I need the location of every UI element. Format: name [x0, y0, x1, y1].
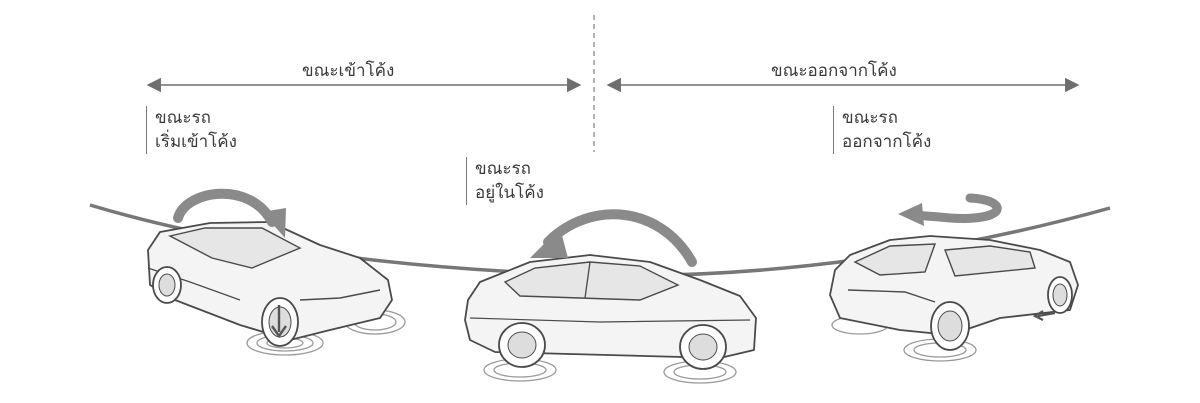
exiting-phase-label: ขณะออกจากโค้ง — [765, 57, 903, 84]
note-line-2: อยู่ในโค้ง — [475, 183, 544, 203]
note-start-entering: ขณะรถ เริ่มเข้าโค้ง — [146, 106, 237, 154]
entering-phase-label: ขณะเข้าโค้ง — [296, 57, 401, 84]
note-line-1: ขณะรถ — [155, 108, 211, 128]
car-entering — [147, 188, 406, 356]
note-line-2: ออกจากโค้ง — [842, 132, 932, 152]
note-line-1: ขณะรถ — [842, 108, 898, 128]
car-exiting — [829, 193, 1079, 362]
note-line-2: เริ่มเข้าโค้ง — [155, 132, 237, 152]
note-exiting: ขณะรถ ออกจากโค้ง — [833, 106, 931, 154]
car-in-curve — [464, 209, 757, 384]
note-in-curve: ขณะรถ อยู่ในโค้ง — [466, 157, 544, 205]
note-line-1: ขณะรถ — [475, 159, 531, 179]
